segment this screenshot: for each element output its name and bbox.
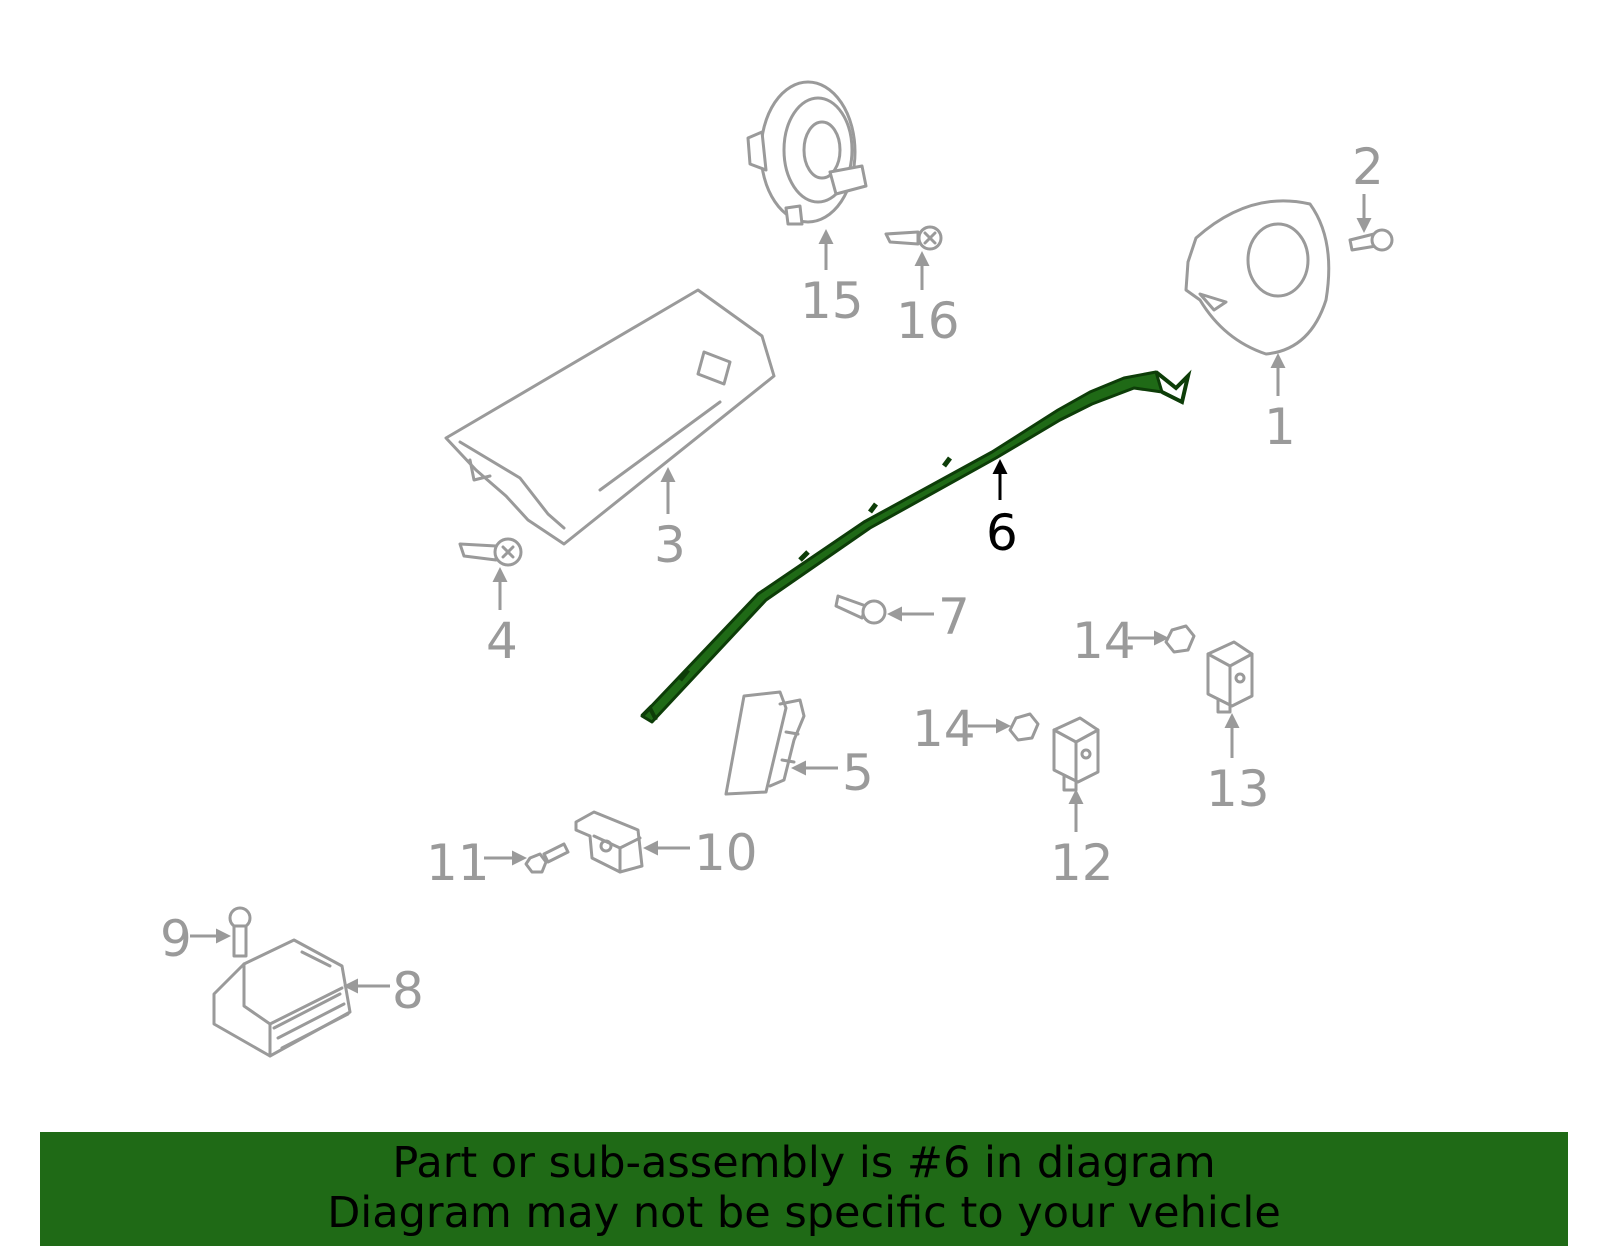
nut-part-14a[interactable] — [1164, 624, 1196, 654]
callout-9: 9 — [160, 910, 192, 968]
callout-8: 8 — [392, 962, 424, 1020]
callout-14b: 14 — [912, 700, 976, 758]
driver-airbag-part-1[interactable] — [1184, 199, 1331, 356]
callout-10: 10 — [694, 824, 758, 882]
callout-16: 16 — [896, 292, 960, 350]
callout-7: 7 — [938, 588, 970, 646]
bolt-part-11[interactable] — [524, 842, 570, 874]
nut-part-14b[interactable] — [1008, 712, 1040, 742]
sensor-part-12[interactable] — [1052, 716, 1100, 792]
screw-part-16[interactable] — [884, 225, 943, 251]
banner-line-2: Diagram may not be specific to your vehi… — [327, 1188, 1281, 1238]
callout-1: 1 — [1264, 398, 1296, 456]
curtain-airbag-part-6[interactable] — [640, 369, 1192, 724]
callout-4: 4 — [486, 612, 518, 670]
sensor-part-13[interactable] — [1206, 640, 1254, 714]
callout-2: 2 — [1352, 138, 1384, 196]
callout-5: 5 — [842, 744, 874, 802]
info-banner: Part or sub-assembly is #6 in diagram Di… — [40, 1132, 1568, 1246]
clock-spring-part-15[interactable] — [746, 80, 868, 226]
control-module-part-8[interactable] — [212, 938, 352, 1058]
sensor-part-10[interactable] — [574, 810, 644, 874]
bolt-part-7[interactable] — [834, 594, 887, 625]
callout-14a: 14 — [1072, 612, 1136, 670]
callout-13: 13 — [1206, 760, 1270, 818]
callout-6: 6 — [986, 504, 1018, 562]
callout-12: 12 — [1050, 834, 1114, 892]
callout-3: 3 — [654, 516, 686, 574]
banner-line-1: Part or sub-assembly is #6 in diagram — [392, 1138, 1216, 1188]
callout-15: 15 — [800, 272, 864, 330]
bolt-part-9[interactable] — [228, 906, 252, 958]
callout-11: 11 — [426, 834, 490, 892]
bolt-part-2[interactable] — [1348, 228, 1394, 252]
screw-part-4[interactable] — [458, 537, 523, 567]
knee-airbag-part-5[interactable] — [724, 690, 806, 796]
passenger-airbag-part-3[interactable] — [444, 288, 776, 546]
